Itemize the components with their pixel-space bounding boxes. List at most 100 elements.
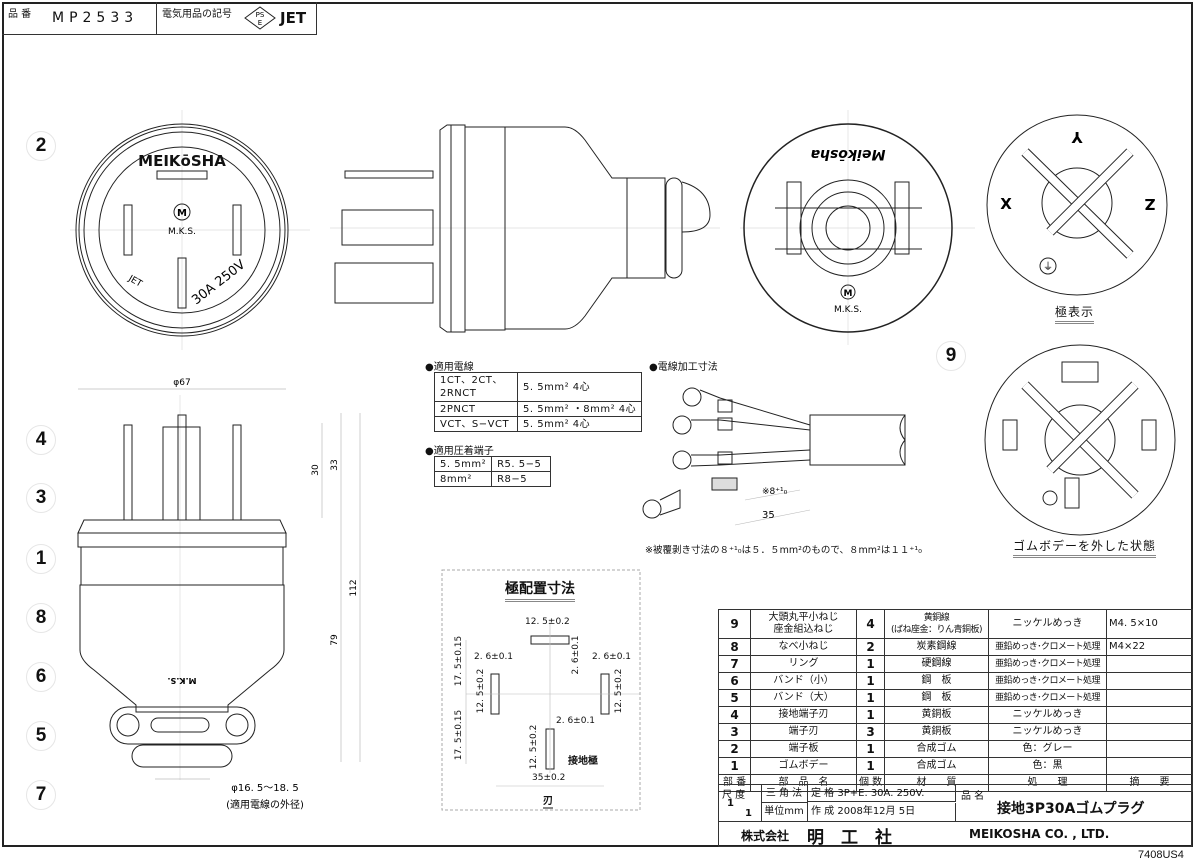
product-name: 接地3P30Aゴムプラグ [997,801,1145,817]
scale-cell: 尺 度 1 1 [719,785,762,821]
right-slot [232,204,242,256]
part-treatment: 色：グレー [988,740,1107,758]
part-note [1106,689,1193,707]
company-prefix: 株式会社 [741,829,790,843]
wire-type: 2PNCT [434,401,518,417]
part-treatment: 亜鉛めっき･クロメート処理 [988,672,1107,690]
screw-right [1141,419,1157,451]
ground-slot [156,170,208,180]
created-label: 作 成 [811,806,835,817]
part-qty: 1 [856,706,885,724]
elevation-view-plug [77,414,287,768]
scale-num: 1 [727,798,734,809]
wire-size: 5. 5mm² 4心 [516,372,643,402]
pse-top-text: PS [256,11,265,19]
part-material: 炭素鋼線 [884,638,989,656]
dim-width: φ67 [173,378,190,388]
part-note [1106,706,1193,724]
dimension-lines [78,388,361,780]
title-block: 尺 度 1 1 三 角 法 単位mm 定 格 3P+E. 30A. 250V. … [718,784,1192,822]
balloon-3: 3 [26,483,56,513]
screw-left-head [116,713,140,737]
pl-span: 35±0.2 [532,773,566,783]
crimp-terminal-title: ●適用圧着端子 [425,446,494,457]
part-material: 鋼 板 [884,672,989,690]
part-number: 6 [718,672,751,690]
pole-layout-title: 極配置寸法 [505,578,575,602]
unit: 単位mm [761,803,808,821]
dim-total-length: 112 [349,579,359,596]
balloon-5: 5 [26,721,56,751]
knurled-ring [77,532,287,548]
part-note [1106,723,1193,741]
rating-cell: 定 格 3P+E. 30A. 250V. [808,785,956,802]
part-material: 合成ゴム [884,740,989,758]
part-number: 5 [718,689,751,707]
crimp-terminal: R5. 5−5 [491,456,552,472]
part-name: なべ小ねじ [750,638,857,656]
part-qty: 3 [856,723,885,741]
wire-processing-diagram [642,387,906,519]
part-name: リング [750,655,857,673]
part-name: 端子刃 [750,723,857,741]
front-logo-letter: M [177,208,187,219]
dim-cable-od: φ16. 5〜18. 5 [231,783,299,794]
part-name: バンド（小） [750,672,857,690]
wire-size: 5. 5mm² ・8mm² 4心 [516,401,643,417]
ground-symbol-icon-2 [1042,490,1058,506]
part-treatment: ニッケルめっき [988,609,1107,639]
electrical-mark-cell: 電気用品の記号 PS E JET [157,2,317,34]
part-name: 接地端子刃 [750,706,857,724]
balloon-6: 6 [26,662,56,692]
created-date: 2008年12月 5日 [837,806,916,817]
part-treatment: ニッケルめっき [988,723,1107,741]
balloon-2: 2 [26,131,56,161]
pl-right-len: 12. 5±0.2 [614,668,624,714]
part-note [1106,740,1193,758]
front-brand: MEIKōSHA [138,152,226,170]
left-slot [123,204,133,256]
jet-label: JET [280,9,307,27]
header-note: 摘 要 [1106,774,1193,792]
part-note [1106,672,1193,690]
parts-header-row: 部 番 部 品 名 個 数 材 質 処 理 摘 要 [718,774,1193,792]
part-name: 大頭丸平小ねじ 座金組込ねじ [750,609,857,639]
scale-den: 1 [745,808,752,819]
applicable-wire-title: ●適用電線 [425,362,474,373]
rear-logo-letter: M [844,289,853,299]
center-lines [70,110,975,780]
part-qty: 1 [856,655,885,673]
part-number: 8 [718,638,751,656]
part-treatment: 亜鉛めっき･クロメート処理 [988,655,1107,673]
bottom-slot [177,257,187,309]
wire-processing-note: ※被覆剥き寸法の８⁺¹₀は５．５mm²のもので、８mm²は１１⁺¹₀ [645,545,922,556]
rear-logo-text: M.K.S. [834,305,862,315]
header-block: 品 番 MP2533 電気用品の記号 PS E JET [2,2,317,35]
rear-view-plug [743,123,953,333]
crimp-terminal: R8−5 [491,471,552,487]
wire-type: 1CT、2CT、 2RNCT [434,372,518,402]
balloon-8: 8 [26,603,56,633]
front-jet-text: JET [126,273,144,289]
balloon-7: 7 [26,780,56,810]
dim-cable-od-note: (適用電線の外径) [226,798,304,811]
logo-m-circle-icon [173,203,191,221]
part-number: 9 [718,609,751,639]
wire-type: VCT、S−VCT [434,416,518,432]
part-note: M4×22 [1106,638,1193,656]
strip-dim: ※8⁺¹₀ [762,487,788,497]
part-material: 鋼 板 [884,689,989,707]
scale-label: 尺 度 [722,790,746,801]
header-part-name: 部 品 名 [750,774,857,792]
